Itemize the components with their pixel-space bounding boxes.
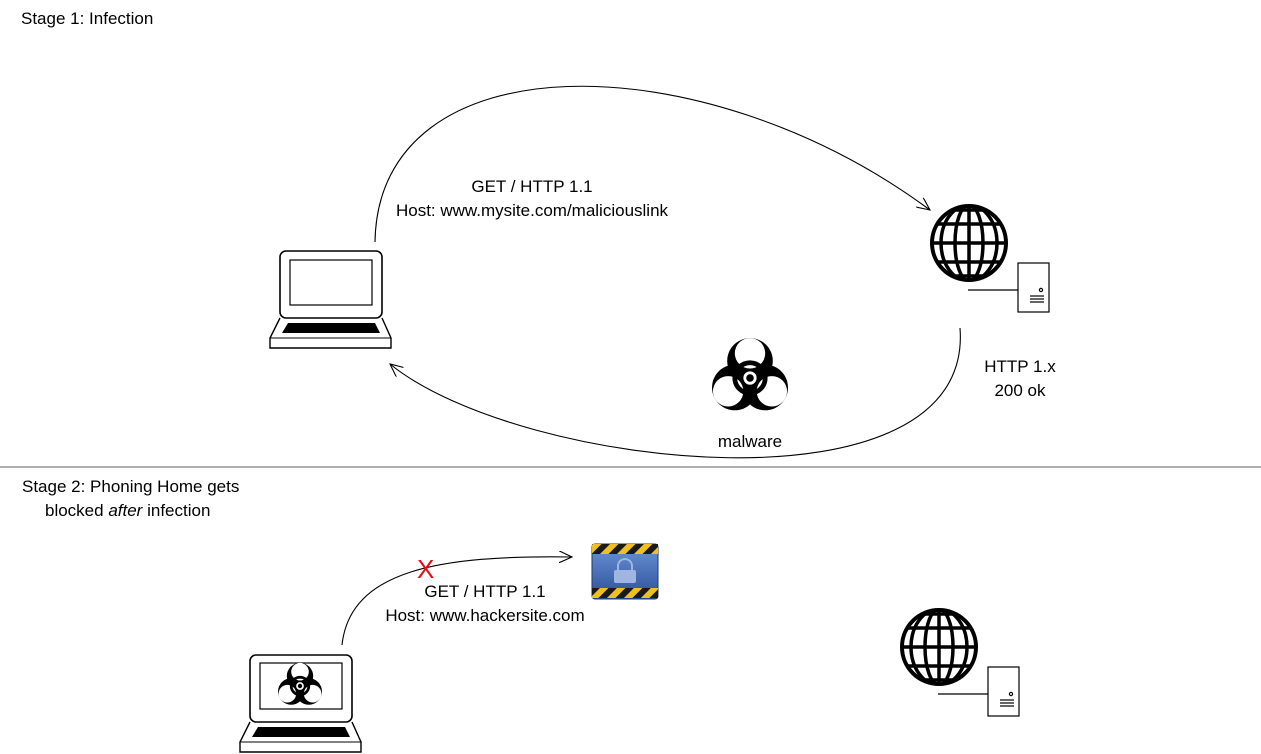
biohazard-icon	[278, 662, 322, 705]
biohazard-icon	[712, 338, 788, 411]
request-label: GET / HTTP 1.1 Host: www.mysite.com/mali…	[362, 175, 702, 223]
phone-home-arrow	[341, 557, 572, 646]
firewall-lock-icon	[591, 543, 659, 600]
phone-home-line1: GET / HTTP 1.1	[424, 582, 546, 601]
laptop-icon	[269, 250, 392, 349]
blocked-mark: X	[417, 554, 435, 584]
request-line2: Host: www.mysite.com/maliciouslink	[395, 201, 669, 220]
response-arrow	[390, 327, 961, 459]
request-arrow	[374, 85, 930, 243]
phone-home-line2: Host: www.hackersite.com	[385, 606, 585, 625]
response-line1: HTTP 1.x	[984, 357, 1056, 376]
phone-home-label: GET / HTTP 1.1 Host: www.hackersite.com	[360, 580, 610, 628]
infected-laptop-icon	[239, 654, 362, 753]
malware-label: malware	[717, 432, 783, 451]
response-line2: 200 ok	[994, 381, 1046, 400]
response-label: HTTP 1.x 200 ok	[970, 355, 1070, 403]
stage2-title-line1: Stage 2: Phoning Home gets	[22, 477, 240, 496]
stage1-title: Stage 1: Infection	[21, 9, 154, 28]
stage2-title-line2: blocked after infection	[45, 501, 211, 520]
request-line1: GET / HTTP 1.1	[471, 177, 593, 196]
server-icon	[938, 666, 1020, 717]
globe-icon	[930, 204, 1008, 282]
stage2-title: Stage 2: Phoning Home gets blocked after…	[22, 475, 239, 523]
server-icon	[968, 262, 1050, 313]
globe-icon	[900, 608, 978, 686]
emphasis-after: after	[108, 501, 143, 520]
